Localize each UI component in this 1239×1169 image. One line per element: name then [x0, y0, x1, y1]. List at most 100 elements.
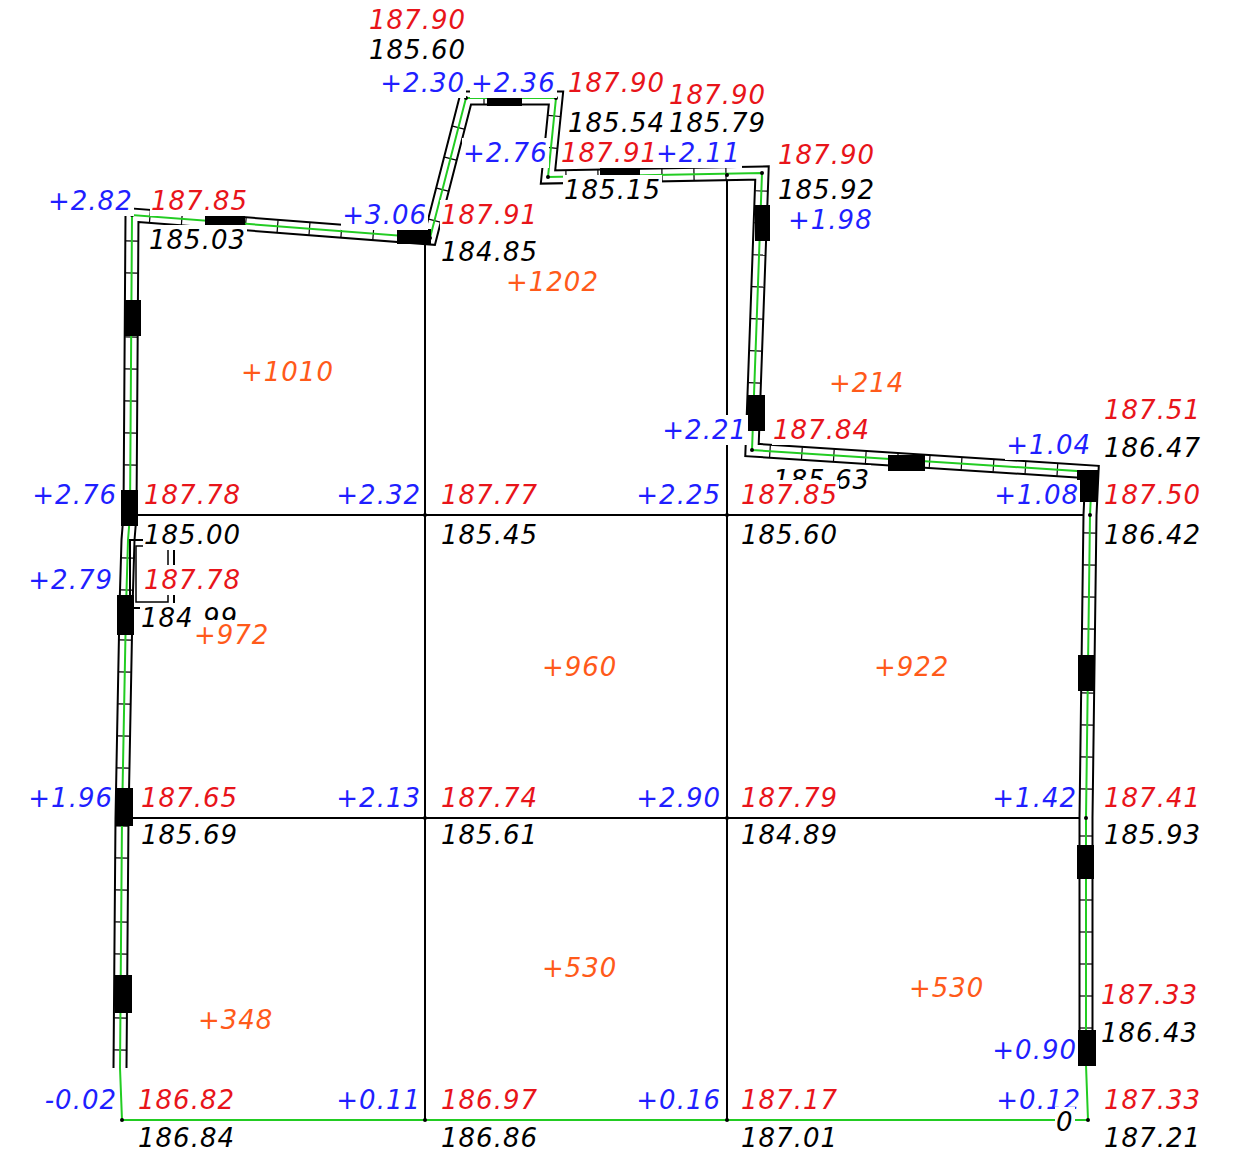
volume-value: +214 [828, 368, 905, 398]
label-holder: +1.08 [993, 480, 1080, 510]
grid-point [725, 816, 729, 820]
existing-elevation: 185.45 [440, 520, 539, 550]
grid-point [725, 173, 729, 177]
design-elevation: 187.33 [1103, 1085, 1202, 1115]
grid-line [726, 175, 728, 1120]
design-elevation: 187.78 [143, 565, 242, 595]
label-holder: +214 [828, 368, 905, 398]
label-holder: 186.82 [137, 1085, 236, 1115]
label-holder: 0 [1055, 1107, 1075, 1137]
work-mark: +1.96 [27, 783, 114, 813]
existing-elevation: 0 [1055, 1107, 1075, 1137]
label-holder: 185.03 [148, 225, 247, 255]
wall-openings [115, 92, 1098, 1066]
grid-point [1084, 816, 1088, 820]
design-elevation: 187.90 [777, 140, 876, 170]
grid-line [424, 240, 426, 1120]
label-holder: 187.79 [740, 783, 839, 813]
work-mark: +2.30 [379, 68, 466, 98]
label-holder: +2.76 [462, 138, 549, 168]
design-elevation: 187.78 [143, 480, 242, 510]
label-holder: +1.98 [787, 205, 874, 235]
grid-point [725, 513, 729, 517]
volume-value: +1010 [240, 357, 335, 387]
wall-opening [888, 455, 925, 471]
volume-value: +972 [193, 620, 270, 650]
design-elevation: 187.65 [140, 783, 239, 813]
label-holder: 185.00 [143, 520, 242, 550]
grid-point [725, 1118, 729, 1122]
label-holder: +2.11 [655, 138, 742, 168]
design-elevation: 187.85 [740, 480, 839, 510]
label-holder: 187.84 [772, 415, 871, 445]
design-elevation: 187.85 [150, 186, 249, 216]
volume-value: +922 [873, 652, 950, 682]
label-holder: +348 [197, 1005, 274, 1035]
grid-point [1088, 513, 1092, 517]
label-holder: +1202 [505, 267, 600, 297]
label-holder: +0.11 [335, 1085, 422, 1115]
wall-opening [397, 229, 431, 244]
wall-opening [116, 788, 133, 826]
label-holder: 184.89 [740, 820, 839, 850]
existing-elevation: 187.01 [740, 1123, 839, 1153]
grid-point [750, 448, 754, 452]
design-elevation: 187.90 [567, 68, 666, 98]
design-elevation: 186.97 [440, 1085, 539, 1115]
label-holder: 187.90 [368, 5, 467, 35]
label-holder: 187.85 [150, 186, 249, 216]
grid-point [120, 1118, 124, 1122]
existing-elevation: 185.03 [148, 225, 247, 255]
wall-opening [117, 595, 134, 635]
work-mark: +1.42 [991, 783, 1078, 813]
label-holder: +1.96 [27, 783, 114, 813]
label-holder: +530 [541, 953, 618, 983]
work-mark: +2.36 [470, 68, 557, 98]
label-holder: 187.33 [1100, 980, 1199, 1010]
label-holder: 186.42 [1103, 520, 1202, 550]
label-holder: +922 [873, 652, 950, 682]
label-holder: 186.84 [137, 1123, 236, 1153]
label-holder: 187.51 [1103, 395, 1202, 425]
work-mark: +0.90 [991, 1035, 1078, 1065]
label-holder: 185.93 [1103, 820, 1202, 850]
label-holder: -0.02 [44, 1085, 118, 1115]
work-mark: +2.79 [27, 565, 114, 595]
design-elevation: 187.74 [440, 783, 539, 813]
label-holder: 187.41 [1103, 783, 1202, 813]
label-holder: +2.82 [47, 186, 134, 216]
existing-elevation: 186.47 [1103, 433, 1202, 463]
grid-point [428, 236, 432, 240]
label-holder: +1.04 [1005, 430, 1092, 460]
label-holder: 187.17 [740, 1085, 839, 1115]
label-holder: +2.13 [335, 783, 422, 813]
existing-elevation: 185.15 [563, 175, 662, 205]
label-holder: +1010 [240, 357, 335, 387]
label-holder: 186.97 [440, 1085, 539, 1115]
work-mark: +2.21 [661, 415, 748, 445]
existing-elevation: 185.00 [143, 520, 242, 550]
wall-opening [1078, 1030, 1096, 1066]
existing-elevation: 184.85 [440, 237, 539, 267]
grid-line [122, 817, 1086, 819]
existing-elevation: 186.86 [440, 1123, 539, 1153]
label-holder: 187.91 [440, 200, 539, 230]
volume-value: +1202 [505, 267, 600, 297]
grid-point [128, 513, 132, 517]
label-holder: 187.90 [668, 80, 767, 110]
wall-axis [120, 98, 1092, 1068]
design-elevation: 187.90 [668, 80, 767, 110]
label-holder: +1.42 [991, 783, 1078, 813]
label-holder: 185.60 [740, 520, 839, 550]
existing-elevation: 187.21 [1103, 1123, 1202, 1153]
work-mark: +1.98 [787, 205, 874, 235]
existing-elevation: 185.54 [567, 108, 666, 138]
grid-point [760, 171, 764, 175]
work-mark: +2.90 [635, 783, 722, 813]
existing-elevation: 185.60 [740, 520, 839, 550]
work-mark: +2.76 [462, 138, 549, 168]
wall-outline [120, 98, 1092, 1068]
wall-opening [124, 300, 141, 336]
label-holder: 187.78 [143, 565, 242, 595]
